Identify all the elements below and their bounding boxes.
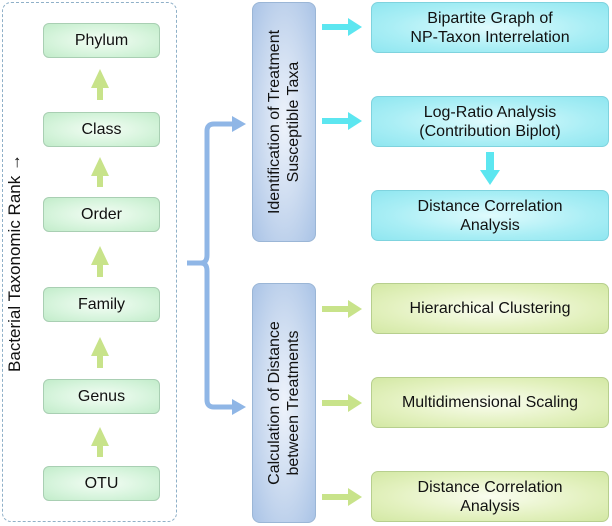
hierarchical-clustering-box: Hierarchical Clustering [371,283,609,334]
down-arrow-icon [480,152,500,185]
identification-arrows [322,18,500,185]
distance-correlation-box-top: Distance Correlation Analysis [371,190,609,241]
calculation-arrows [322,300,362,506]
multidimensional-scaling-box: Multidimensional Scaling [371,377,609,428]
rank-box-family: Family [43,287,160,322]
calculation-branch-box: Calculation of Distance between Treatmen… [252,283,316,523]
branch-bracket [187,116,246,415]
identification-branch-box: Identification of Treatment Susceptible … [252,2,316,242]
rank-box-otu: OTU [43,466,160,501]
rank-box-genus: Genus [43,379,160,414]
taxonomy-container [2,2,177,522]
rank-box-order: Order [43,197,160,232]
right-arrow-icon [322,112,362,130]
up-arrow-icon [91,427,109,457]
log-ratio-analysis-box: Log-Ratio Analysis (Contribution Biplot) [371,96,609,147]
distance-correlation-box-bottom: Distance Correlation Analysis [371,471,609,522]
up-arrow-icon [91,157,109,187]
bipartite-graph-box: Bipartite Graph of NP-Taxon Interrelatio… [371,2,609,53]
rank-box-phylum: Phylum [43,23,160,58]
rank-box-class: Class [43,112,160,147]
right-arrow-icon [232,116,246,132]
right-arrow-icon [322,18,362,36]
right-arrow-icon [322,488,362,506]
right-arrow-icon [322,300,362,318]
right-arrow-icon [232,399,246,415]
right-arrow-icon [322,394,362,412]
up-arrow-icon [91,69,109,100]
up-arrow-icon [91,246,109,277]
up-arrow-icon [91,337,109,368]
rank-up-arrows [91,69,109,457]
